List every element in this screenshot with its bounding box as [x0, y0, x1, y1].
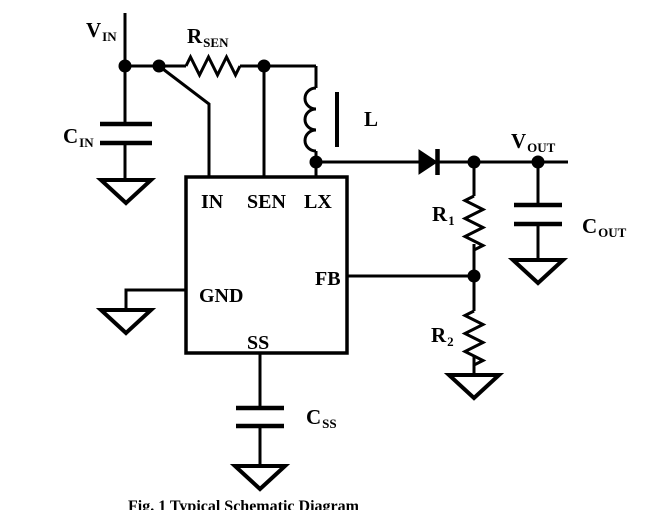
pin-label-fb: FB — [315, 268, 341, 290]
wire-in-diagonal — [158, 64, 211, 177]
resistor-r1 — [461, 194, 487, 252]
cout-label-main: C — [582, 214, 598, 238]
inductor-symbol — [303, 86, 339, 153]
ground-cout-icon — [507, 258, 569, 286]
inductor-label-main: L — [364, 107, 379, 131]
diode-triangle — [418, 149, 438, 175]
junction-sen — [257, 59, 271, 73]
cin-label-sub: IN — [79, 135, 94, 150]
vin-label: VIN — [86, 18, 117, 44]
rsen-label-main: R — [187, 24, 203, 48]
junction-vout — [531, 155, 545, 169]
vout-label-main: V — [511, 129, 527, 153]
cin-label: CIN — [63, 124, 94, 150]
inductor-label: L — [364, 109, 378, 130]
pin-label-ss: SS — [247, 332, 270, 354]
junction-vin — [118, 59, 132, 73]
vin-label-main: V — [86, 18, 102, 42]
cin-label-main: C — [63, 124, 79, 148]
rsen-label-sub: SEN — [203, 35, 229, 50]
capacitors — [100, 121, 562, 429]
css-label: CSS — [306, 405, 337, 431]
r2-label-sub: 2 — [447, 334, 454, 349]
ground-gnd-pin-icon — [95, 308, 157, 336]
vin-label-sub: IN — [102, 29, 117, 44]
figure-caption: Fig. 1 Typical Schematic Diagram — [128, 498, 359, 510]
junction-fb — [467, 269, 481, 283]
vout-label: VOUT — [511, 129, 556, 155]
vout-label-sub: OUT — [527, 140, 556, 155]
resistor-rsen — [184, 53, 242, 79]
wires — [123, 13, 568, 465]
r1-label-sub: 1 — [448, 213, 455, 228]
diode-symbol — [418, 149, 440, 175]
r1-label-main: R — [432, 202, 448, 226]
ground-cin-icon — [95, 178, 157, 206]
ic-body — [184, 175, 349, 355]
pin-label-in: IN — [201, 191, 224, 213]
rsen-label: RSEN — [187, 24, 229, 50]
r1-label: R1 — [432, 202, 455, 228]
grounds — [95, 178, 569, 492]
css-label-sub: SS — [322, 416, 337, 431]
r2-label: R2 — [431, 323, 454, 349]
css-label-main: C — [306, 405, 322, 429]
pin-label-sen: SEN — [247, 191, 286, 213]
cout-label-sub: OUT — [598, 225, 627, 240]
ground-r2-icon — [443, 373, 505, 401]
junction-in-branch — [152, 59, 166, 73]
junction-r1-top — [467, 155, 481, 169]
cout-label: COUT — [582, 214, 627, 240]
inductor-coil — [303, 86, 317, 153]
ground-css-icon — [229, 464, 291, 492]
junction-lx — [309, 155, 323, 169]
resistors — [184, 53, 487, 367]
r2-label-main: R — [431, 323, 447, 347]
junction-dots — [118, 59, 545, 283]
pin-label-gnd: GND — [199, 285, 244, 307]
resistor-r2 — [461, 309, 487, 367]
pin-label-lx: LX — [304, 191, 332, 213]
wire-gnd-pin — [124, 288, 186, 309]
